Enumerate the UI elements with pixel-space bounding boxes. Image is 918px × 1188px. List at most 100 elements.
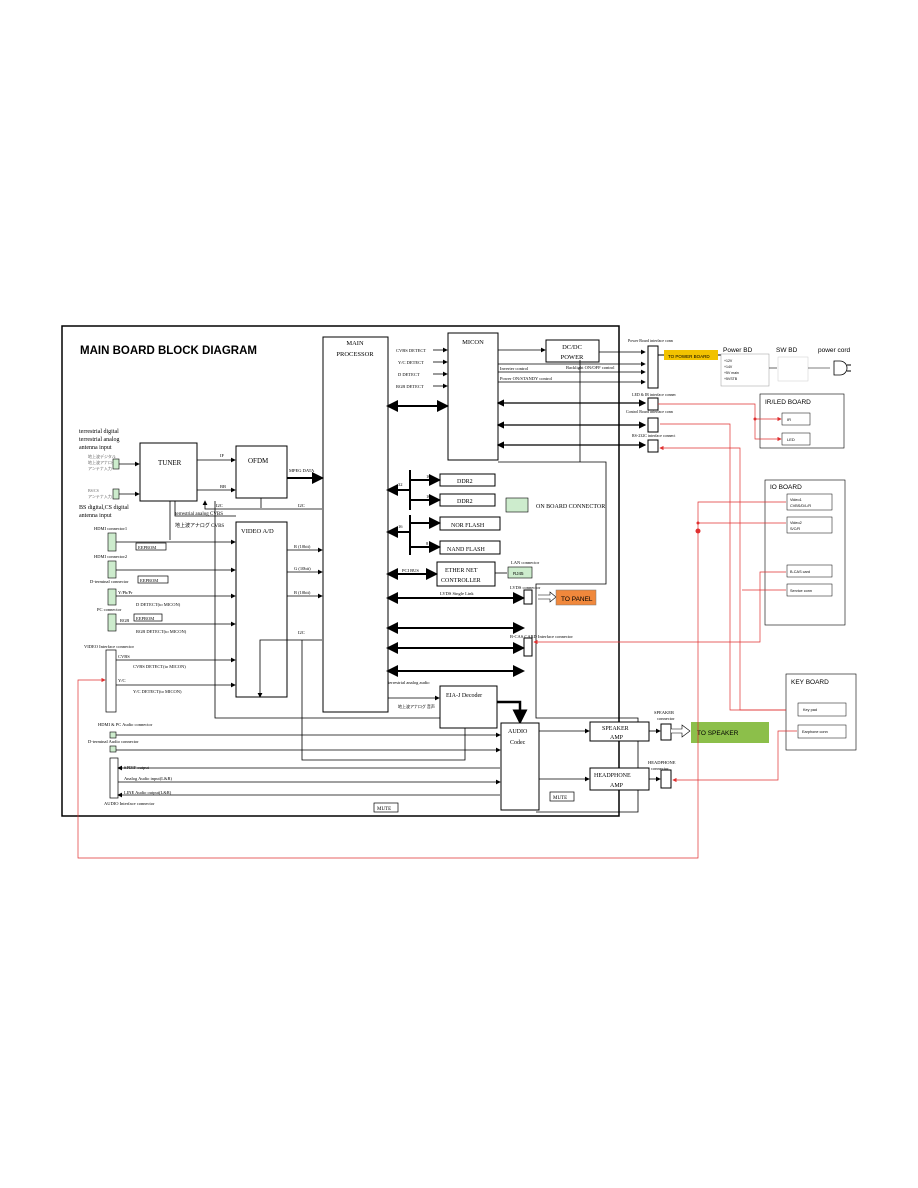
svg-text:B (10bit): B (10bit) xyxy=(294,590,311,595)
svg-text:NOR FLASH: NOR FLASH xyxy=(451,523,485,529)
input-connectors xyxy=(107,532,117,753)
svg-text:PCI BUS: PCI BUS xyxy=(402,568,419,573)
svg-text:IR: IR xyxy=(787,417,791,422)
svg-text:D-terminal connector: D-terminal connector xyxy=(90,579,129,584)
svg-text:D DETECT(to MICON): D DETECT(to MICON) xyxy=(136,602,181,607)
svg-text:地上波アナログ CVBS: 地上波アナログ CVBS xyxy=(175,522,224,529)
svg-text:CONTROLLER: CONTROLLER xyxy=(441,578,481,584)
svg-text:Video2: Video2 xyxy=(790,521,802,525)
svg-text:antenna input: antenna input xyxy=(79,513,112,519)
svg-text:I2C: I2C xyxy=(216,503,223,508)
sw-bd-box: SW BD xyxy=(776,347,809,382)
rs232-label: RS-232C interface connect xyxy=(632,433,676,438)
svg-text:RGB DETECT: RGB DETECT xyxy=(396,384,424,389)
svg-text:BS/CS: BS/CS xyxy=(88,488,99,493)
svg-text:I2C: I2C xyxy=(298,503,305,508)
svg-text:PROCESSOR: PROCESSOR xyxy=(336,351,374,358)
svg-text:MICON: MICON xyxy=(462,339,484,346)
svg-text:DC/DC: DC/DC xyxy=(562,344,582,351)
micon-block: MICON xyxy=(447,332,499,461)
svg-text:+5VSTB: +5VSTB xyxy=(724,377,738,381)
svg-text:Y/C: Y/C xyxy=(118,678,126,683)
svg-text:TO POWER BOARD: TO POWER BOARD xyxy=(668,354,710,359)
main-board-frame xyxy=(61,325,620,817)
svg-text:POWER: POWER xyxy=(561,354,584,361)
svg-text:TUNER: TUNER xyxy=(158,459,182,467)
svg-text:AUDIO Interface connector: AUDIO Interface connector xyxy=(104,801,155,806)
svg-text:SW BD: SW BD xyxy=(776,347,798,354)
svg-text:ETHER NET: ETHER NET xyxy=(445,568,478,574)
svg-text:HEADPHONE: HEADPHONE xyxy=(594,773,631,779)
svg-text:NAND FLASH: NAND FLASH xyxy=(447,547,486,553)
svg-text:antenna input: antenna input xyxy=(79,445,112,451)
svg-text:Y/C DETECT: Y/C DETECT xyxy=(398,360,424,365)
control-if-label: Control Board interface conn xyxy=(626,409,673,414)
to-power-board: TO POWER BOARD xyxy=(658,350,725,360)
svg-text:+14V: +14V xyxy=(724,365,733,369)
svg-text:TO SPEAKER: TO SPEAKER xyxy=(697,730,739,737)
svg-text:B-CAS card: B-CAS card xyxy=(790,570,810,574)
svg-text:アンテナ入力: アンテナ入力 xyxy=(88,493,112,499)
headphone-amp-block: HEADPHONE AMP xyxy=(589,767,650,791)
svg-text:HDMI connector1: HDMI connector1 xyxy=(94,526,127,531)
svg-text:Key pad: Key pad xyxy=(803,708,817,712)
svg-text:Power BD: Power BD xyxy=(723,347,753,354)
svg-text:HDMI & PC Audio connector: HDMI & PC Audio connector xyxy=(98,722,153,727)
svg-text:D-terminal Audio connector: D-terminal Audio connector xyxy=(88,739,139,744)
svg-text:CVBS: CVBS xyxy=(118,654,130,659)
svg-text:AUDIO: AUDIO xyxy=(508,729,528,735)
svg-text:connector: connector xyxy=(651,766,669,771)
svg-text:IF: IF xyxy=(220,453,224,458)
svg-text:地上波デジタル: 地上波デジタル xyxy=(88,453,116,459)
svg-text:アンテナ入力: アンテナ入力 xyxy=(88,465,112,471)
to-panel-box: TO PANEL xyxy=(555,589,597,606)
svg-text:RGB: RGB xyxy=(120,618,129,623)
ethernet-block: ETHER NET CONTROLLER RJ45 xyxy=(436,561,533,587)
svg-text:VIDEO A/D: VIDEO A/D xyxy=(241,528,274,535)
svg-text:Y/C DETECT(to MICON): Y/C DETECT(to MICON) xyxy=(133,689,182,694)
svg-text:terrestrial analog audio: terrestrial analog audio xyxy=(388,680,430,685)
svg-text:D DETECT: D DETECT xyxy=(398,372,420,377)
svg-text:Video1: Video1 xyxy=(790,498,802,502)
svg-text:RJ45: RJ45 xyxy=(513,571,524,576)
svg-text:SPDIF output: SPDIF output xyxy=(124,765,150,770)
svg-text:RGB DETECT(to MICON): RGB DETECT(to MICON) xyxy=(136,629,187,634)
svg-text:EIA-J Decoder: EIA-J Decoder xyxy=(446,693,482,699)
svg-text:terrestrial analog CVBS: terrestrial analog CVBS xyxy=(175,512,223,517)
svg-text:AMP: AMP xyxy=(610,735,624,741)
svg-text:CVBS/D/L/R: CVBS/D/L/R xyxy=(790,504,811,508)
svg-text:Y/Pb/Pr: Y/Pb/Pr xyxy=(118,590,133,595)
svg-text:+5V main: +5V main xyxy=(724,371,739,375)
power-bd-box: Power BD +12V +14V +5V main +5VSTB xyxy=(720,347,770,387)
power-on-label: Power ON/STANDY control xyxy=(500,376,553,381)
backlight-label: Backlight ON/OFF control xyxy=(566,365,615,370)
svg-text:+12V: +12V xyxy=(724,359,733,363)
dcdc-power-block: DC/DC POWER xyxy=(545,339,600,363)
main-processor-block: MAIN PROCESSOR xyxy=(322,336,389,713)
svg-text:SPEAKER: SPEAKER xyxy=(602,726,629,732)
power-if-label: Power Board interface conn xyxy=(628,338,673,343)
svg-text:MAIN: MAIN xyxy=(346,340,364,347)
svg-text:32: 32 xyxy=(398,482,403,487)
svg-text:OFDM: OFDM xyxy=(248,457,269,465)
svg-text:terrestrial digital: terrestrial digital xyxy=(79,429,119,435)
svg-text:B-CAS CARD Interface connector: B-CAS CARD Interface connector xyxy=(510,634,573,639)
speaker-amp-block: SPEAKER AMP xyxy=(589,721,650,742)
svg-text:DDR2: DDR2 xyxy=(457,479,473,485)
svg-text:16: 16 xyxy=(426,474,431,479)
svg-text:EEPROM: EEPROM xyxy=(136,616,154,621)
svg-text:Codec: Codec xyxy=(510,740,526,746)
io-board: IO BOARD Video1 CVBS/D/L/R Video2 S/C/R … xyxy=(764,479,846,626)
onboard-legend-swatch xyxy=(505,497,529,513)
svg-text:LVDS Single Link: LVDS Single Link xyxy=(440,591,474,596)
svg-text:DDR2: DDR2 xyxy=(457,499,473,505)
svg-text:IR/LED BOARD: IR/LED BOARD xyxy=(765,399,811,406)
svg-text:SPEAKER: SPEAKER xyxy=(654,710,674,715)
memory-blocks: DDR2 DDR2 NOR FLASH NAND FLASH xyxy=(439,473,501,555)
svg-text:Analog Audio input(L&R): Analog Audio input(L&R) xyxy=(124,776,172,781)
svg-text:16: 16 xyxy=(398,524,403,529)
svg-text:HDMI connector2: HDMI connector2 xyxy=(94,554,127,559)
detect-labels: CVBS DETECT Y/C DETECT D DETECT RGB DETE… xyxy=(396,348,426,389)
svg-text:Earphone conn: Earphone conn xyxy=(802,730,828,734)
svg-text:I2C: I2C xyxy=(298,630,305,635)
